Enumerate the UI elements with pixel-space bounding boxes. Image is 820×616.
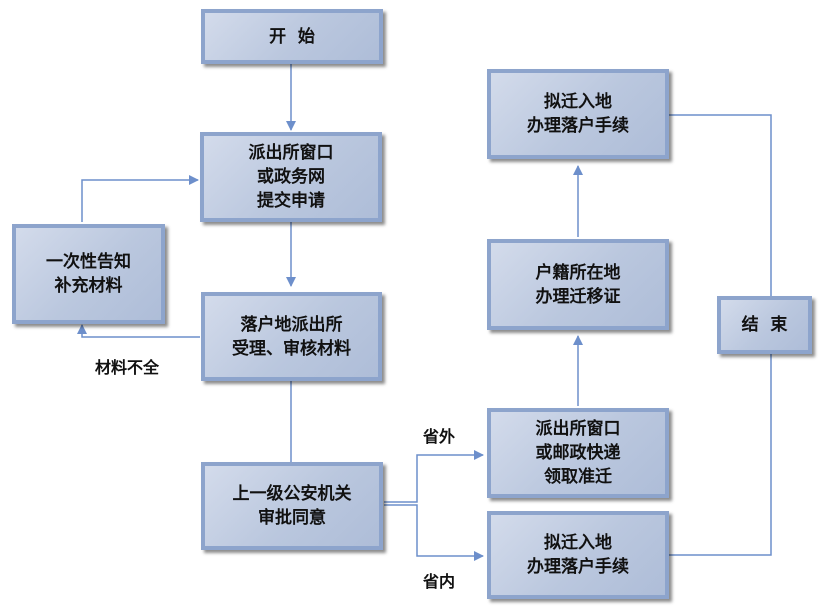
node-end: 结 束 bbox=[717, 296, 812, 354]
node-submit-application: 派出所窗口 或政务网 提交申请 bbox=[200, 132, 382, 222]
node-settle-procedures: 拟迁入地 办理落户手续 bbox=[487, 69, 669, 159]
node-approval: 上一级公安机关 审批同意 bbox=[201, 462, 383, 550]
node-migration-certificate: 户籍所在地 办理迁移证 bbox=[487, 239, 669, 330]
line-settle-to-end bbox=[669, 114, 772, 296]
arrow-review-to-notify bbox=[77, 324, 200, 338]
label-inside-province: 省内 bbox=[423, 572, 456, 591]
node-start: 开 始 bbox=[201, 9, 383, 64]
label-incomplete-materials: 材料不全 bbox=[95, 358, 160, 377]
node-intra-province-settle: 拟迁入地 办理落户手续 bbox=[487, 511, 669, 599]
arrow-notify-to-submit bbox=[81, 175, 199, 222]
node-collect-permit: 派出所窗口 或邮政快递 领取准迁 bbox=[487, 408, 669, 498]
arrow-approve-to-intra bbox=[384, 504, 484, 561]
node-supplement-materials: 一次性告知 补充材料 bbox=[12, 224, 165, 324]
label-outside-province: 省外 bbox=[423, 427, 456, 446]
arrow-approve-to-collect bbox=[384, 450, 484, 503]
node-review-materials: 落户地派出所 受理、审核材料 bbox=[201, 292, 382, 381]
line-intra-to-end bbox=[669, 354, 772, 556]
